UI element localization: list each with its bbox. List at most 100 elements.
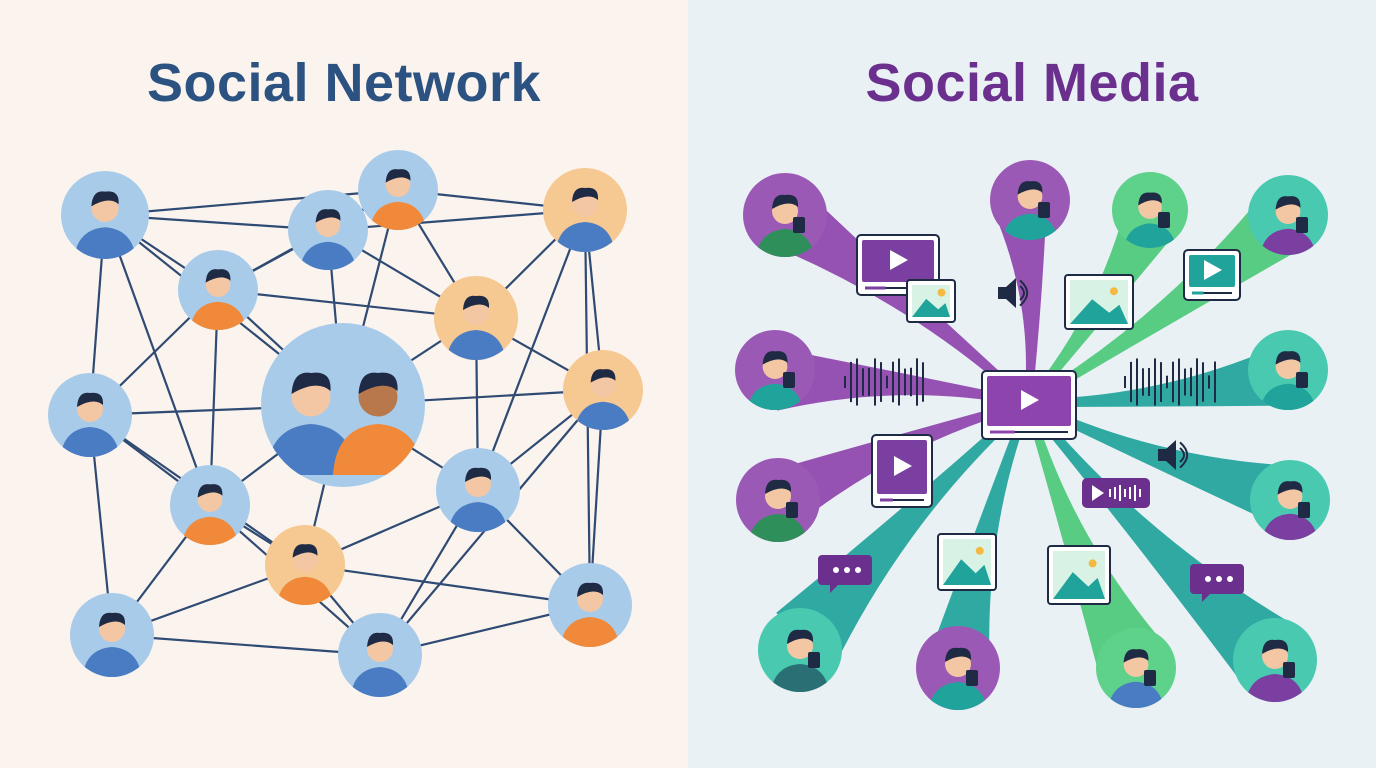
person-hair — [1262, 639, 1289, 654]
media-person-node — [758, 608, 842, 692]
person-body — [73, 227, 137, 259]
network-person-node — [434, 276, 518, 360]
phone-icon — [808, 652, 820, 668]
phone-icon — [1144, 670, 1156, 686]
play-icon — [1204, 260, 1222, 280]
network-person-node — [48, 373, 132, 457]
media-person-node — [990, 160, 1070, 240]
person-hair — [91, 191, 119, 207]
media-stream-ray — [1025, 400, 1299, 683]
media-person-node — [1096, 628, 1176, 708]
person-body — [60, 427, 120, 457]
chat-dot — [855, 567, 861, 573]
video-player-icon — [1183, 249, 1241, 301]
person-hair — [1138, 192, 1162, 206]
person-hair — [358, 372, 398, 394]
image-mountain — [943, 559, 991, 585]
social-network-title: Social Network — [146, 53, 542, 113]
person-body — [82, 647, 142, 677]
sound-arc — [1179, 441, 1189, 469]
image-sun — [1109, 287, 1118, 296]
network-connection-line — [111, 633, 381, 657]
chat-dot — [1227, 576, 1233, 582]
soundwave-icon — [1124, 358, 1216, 406]
person-hair — [762, 351, 788, 365]
media-person-node — [736, 458, 820, 542]
person-hair — [772, 194, 799, 209]
chat-dot — [833, 567, 839, 573]
social-media-title: Social Media — [865, 53, 1199, 113]
person-body — [574, 401, 632, 430]
person-hair — [197, 484, 223, 498]
phone-icon — [1158, 212, 1170, 228]
network-connection-line — [104, 188, 399, 217]
person-body — [448, 502, 508, 532]
speaker-cone — [998, 278, 1016, 308]
media-person-node — [1250, 460, 1330, 540]
soundwave-icon — [844, 358, 924, 406]
network-person-node — [70, 593, 154, 677]
chat-bubble-icon — [818, 555, 872, 593]
media-person-node — [916, 626, 1000, 710]
sound-arc — [1019, 285, 1025, 301]
play-icon — [894, 456, 912, 476]
person-hair — [367, 632, 394, 647]
person-hair — [77, 392, 104, 407]
image-mountain — [1070, 299, 1128, 324]
person-hair — [292, 544, 318, 558]
chat-bubble-icon — [1190, 564, 1244, 602]
media-stream-ray — [768, 399, 1030, 529]
person-body — [350, 667, 410, 697]
central-video-player-icon — [981, 370, 1077, 440]
person-hair — [463, 295, 490, 310]
network-person-node — [358, 150, 438, 230]
media-stream-ray — [1026, 399, 1296, 524]
chat-dot — [1205, 576, 1211, 582]
network-person-node — [548, 563, 632, 647]
network-person-node — [563, 350, 643, 430]
network-person-node — [543, 168, 627, 252]
image-icon — [937, 533, 997, 591]
person-hair — [572, 187, 599, 202]
person-body — [276, 576, 334, 605]
person-hair — [99, 612, 126, 627]
phone-icon — [1038, 202, 1050, 218]
person-hair — [205, 269, 231, 283]
video-player-icon — [871, 434, 933, 508]
phone-icon — [1283, 662, 1295, 678]
chat-bubble — [1190, 564, 1244, 602]
person-body — [299, 241, 357, 270]
network-person-node — [178, 250, 258, 330]
sound-arc — [1019, 279, 1029, 307]
person-hair — [1275, 196, 1301, 210]
phone-icon — [966, 670, 978, 686]
image-mountain — [912, 298, 950, 317]
person-body — [446, 330, 506, 360]
image-icon — [1064, 274, 1134, 330]
audio-clip-icon — [1082, 478, 1150, 508]
person-body — [369, 201, 427, 230]
speaker-icon — [998, 278, 1029, 308]
network-person-node — [338, 613, 422, 697]
person-body — [333, 424, 423, 475]
person-hair — [787, 629, 814, 644]
phone-icon — [786, 502, 798, 518]
chat-dot — [1216, 576, 1222, 582]
network-person-node — [261, 323, 425, 487]
media-person-node — [1248, 175, 1328, 255]
chat-dot — [844, 567, 850, 573]
image-icon — [906, 279, 956, 323]
person-hair — [1275, 351, 1301, 365]
image-sun — [937, 288, 946, 297]
person-hair — [465, 467, 492, 482]
image-sun — [1088, 559, 1097, 568]
speaker-cone — [1158, 440, 1176, 470]
phone-icon — [1296, 217, 1308, 233]
image-icon — [1047, 545, 1111, 605]
phone-icon — [793, 217, 805, 233]
person-body — [560, 617, 620, 647]
sound-arc — [1179, 447, 1185, 463]
media-stream-ray — [776, 400, 1031, 668]
network-connection-line — [304, 563, 591, 607]
phone-icon — [1298, 502, 1310, 518]
